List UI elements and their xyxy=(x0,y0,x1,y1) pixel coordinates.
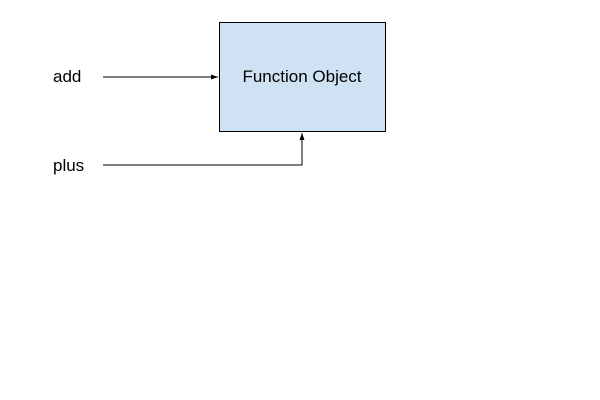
plus-arrow xyxy=(103,133,305,166)
add-label: add xyxy=(53,67,82,86)
function-object-box xyxy=(219,22,386,132)
plus-label: plus xyxy=(53,156,85,175)
function-object-label: Function Object xyxy=(242,67,362,86)
